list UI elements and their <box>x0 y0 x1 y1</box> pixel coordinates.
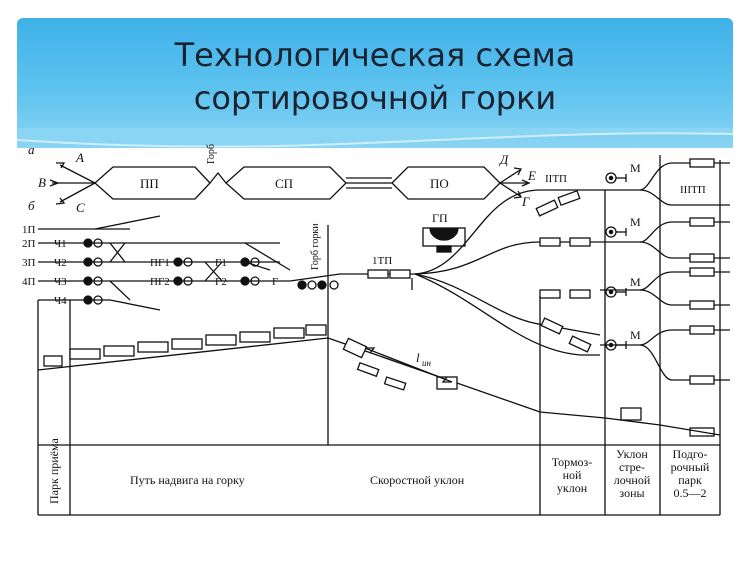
block-pp-label: ПП <box>140 176 159 191</box>
signal-g2: Г2 <box>215 276 227 288</box>
scheme-a <box>49 162 531 253</box>
in-label-a: А <box>75 150 84 165</box>
zone-label-line: рочный <box>671 460 710 474</box>
track-4p: 4П <box>22 276 36 288</box>
in-label-v: В <box>38 175 46 190</box>
out-label-d: Д <box>498 152 509 167</box>
hump-label: Горб <box>206 144 217 164</box>
zone-push-track: Путь надвига на горку <box>130 473 245 487</box>
signal-pg2: ПГ2 <box>150 276 170 288</box>
track-2p: 2П <box>22 238 36 250</box>
zone-label-line: Уклон <box>616 447 648 461</box>
scheme-b-plan <box>38 158 730 445</box>
track-ch3: Ч3 <box>54 276 67 288</box>
track-1p: 1П <box>22 224 36 236</box>
brake-2tp: IIТП <box>545 173 567 185</box>
retarder-markers <box>367 158 715 437</box>
speed-l: l <box>416 350 420 365</box>
signal-g1: Г1 <box>215 257 227 269</box>
mark-m-1: М <box>630 161 641 175</box>
depot-label: ГП <box>432 211 448 225</box>
hump-top-label: Горб горки <box>310 223 321 270</box>
mark-m-3: М <box>630 275 641 289</box>
zone-label-line: Тормоз- <box>552 455 593 469</box>
zone-label-line: ной <box>563 468 582 482</box>
zone-park-priema: Парк приёма <box>47 437 61 504</box>
train-cars <box>43 324 642 421</box>
slide-title: Технологическая схема сортировочной горк… <box>40 34 710 120</box>
tag-b: б <box>28 198 35 213</box>
track-ch1: Ч1 <box>54 238 67 250</box>
scheme-b-profile <box>37 155 721 516</box>
tag-a: а <box>28 142 35 157</box>
brake-3tp: IIIТП <box>680 184 706 196</box>
track-ch2: Ч2 <box>54 257 67 269</box>
brake-1tp: 1ТП <box>372 255 392 267</box>
mark-m-2: М <box>630 215 641 229</box>
speed-sub: ин <box>422 358 432 368</box>
mark-m-4: М <box>630 328 641 342</box>
signal-pg1: ПГ1 <box>150 257 170 269</box>
zone-label-line: парк <box>678 473 702 487</box>
title-line-1: Технологическая схема <box>174 36 576 74</box>
zone-labels: Парк приёма Путь надвига на горку Скорос… <box>47 437 465 504</box>
zone-label-line: зоны <box>619 486 644 500</box>
block-po-label: ПО <box>430 176 449 191</box>
track-ch4: Ч4 <box>54 295 67 307</box>
title-line-2: сортировочной горки <box>193 79 557 117</box>
banner-wave <box>17 128 733 148</box>
diagram-labels: а А В С б ПП СП ПО Горб Д Е Г ГП 1П 2П 3… <box>22 142 706 368</box>
out-label-e: Е <box>527 168 536 183</box>
zone-speed-slope: Скоростной уклон <box>370 473 465 487</box>
zone-label-line: лочной <box>614 473 651 487</box>
switch-retarders <box>605 172 627 351</box>
zone-label-line: 0.5—2 <box>674 486 707 500</box>
depot-icon <box>422 227 466 253</box>
block-sp-label: СП <box>275 176 293 191</box>
signal-g: Г <box>272 276 278 288</box>
in-label-s: С <box>76 200 85 215</box>
zone-label-line: Подго- <box>672 447 707 461</box>
zone-label-line: стре- <box>619 460 645 474</box>
signals <box>83 238 339 305</box>
title-banner <box>17 18 733 148</box>
track-3p: 3П <box>22 257 36 269</box>
zone-label-line: уклон <box>557 481 588 495</box>
out-label-g: Г <box>521 194 530 209</box>
